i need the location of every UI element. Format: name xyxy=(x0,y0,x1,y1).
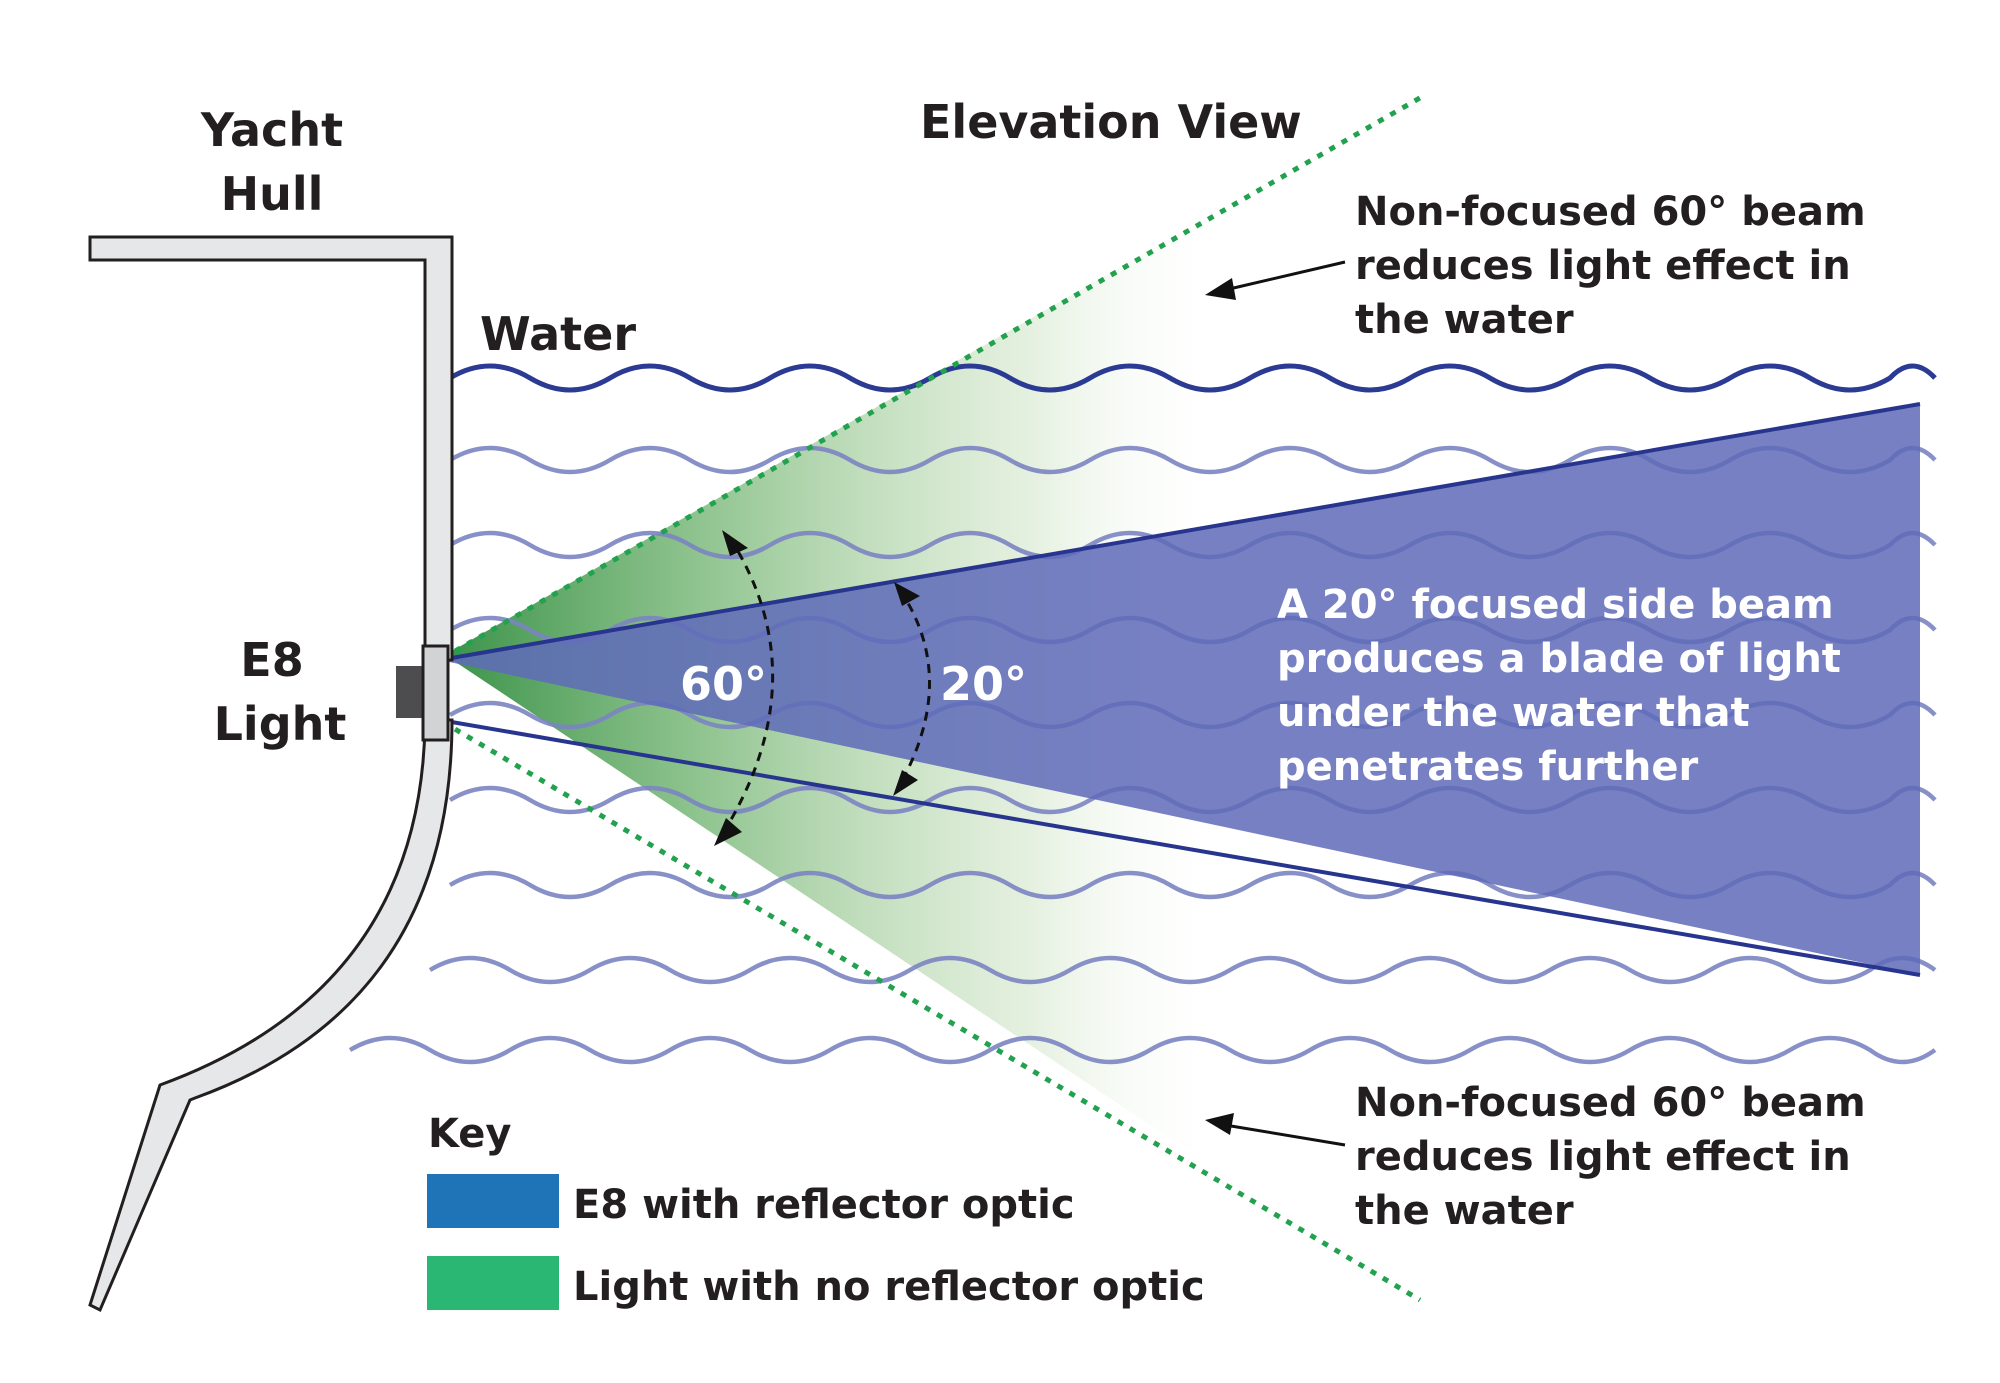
top-note-line-1: Non-focused 60° beam xyxy=(1355,189,1866,235)
focused-beam-bottom-edge xyxy=(439,718,1921,977)
light-label-line-2: Light xyxy=(214,697,347,751)
water-wave xyxy=(348,1035,1937,1065)
wide-beam-top-edge xyxy=(441,92,1427,661)
e8-light-lens xyxy=(421,644,450,742)
wide-angle-label: 60° xyxy=(680,657,767,711)
top-note-line-2: reduces light effect in xyxy=(1355,243,1851,289)
legend: Key E8 with reflector optic Light with n… xyxy=(427,1111,1205,1310)
focused-beam xyxy=(440,404,1920,975)
e8-light-body xyxy=(396,666,426,718)
focused-note-line-4: penetrates further xyxy=(1277,744,1699,790)
narrow-angle-label: 20° xyxy=(940,657,1027,711)
legend-title: Key xyxy=(428,1111,512,1157)
legend-label-reflector: E8 with reflector optic xyxy=(573,1182,1075,1228)
top-note-line-3: the water xyxy=(1355,297,1574,343)
focused-beam-top-edge xyxy=(439,402,1921,662)
wide-angle-arrow-bottom-icon xyxy=(714,818,742,846)
top-note-arrow-icon xyxy=(1205,278,1236,300)
focused-note-line-2: produces a blade of light xyxy=(1277,636,1841,682)
top-note-arrow-line xyxy=(1224,260,1346,292)
bottom-note-line-3: the water xyxy=(1355,1188,1574,1234)
bottom-note-arrow-line xyxy=(1224,1123,1346,1147)
water-surface-wave xyxy=(448,363,1937,393)
bottom-note-line-2: reduces light effect in xyxy=(1355,1134,1851,1180)
legend-label-no-reflector: Light with no reflector optic xyxy=(573,1264,1205,1310)
water-label: Water xyxy=(480,307,636,361)
narrow-angle-arc xyxy=(896,589,931,789)
legend-swatch-no-reflector xyxy=(427,1256,559,1310)
hull-label-line-2: Hull xyxy=(221,167,324,221)
legend-swatch-reflector xyxy=(427,1174,559,1228)
yacht-hull xyxy=(88,235,454,1313)
light-label-line-1: E8 xyxy=(240,633,303,687)
water-wave xyxy=(428,955,1937,985)
bottom-note-arrow-icon xyxy=(1205,1113,1234,1135)
narrow-angle-arrow-bottom-icon xyxy=(893,770,918,796)
narrow-angle-arrow-top-icon xyxy=(894,582,920,606)
wide-angle-arrow-top-icon xyxy=(722,530,748,556)
focused-note-line-3: under the water that xyxy=(1277,690,1750,736)
bottom-note-line-1: Non-focused 60° beam xyxy=(1355,1080,1866,1126)
diagram-title: Elevation View xyxy=(920,95,1302,149)
focused-note-line-1: A 20° focused side beam xyxy=(1277,582,1834,628)
hull-label-line-1: Yacht xyxy=(200,103,343,157)
